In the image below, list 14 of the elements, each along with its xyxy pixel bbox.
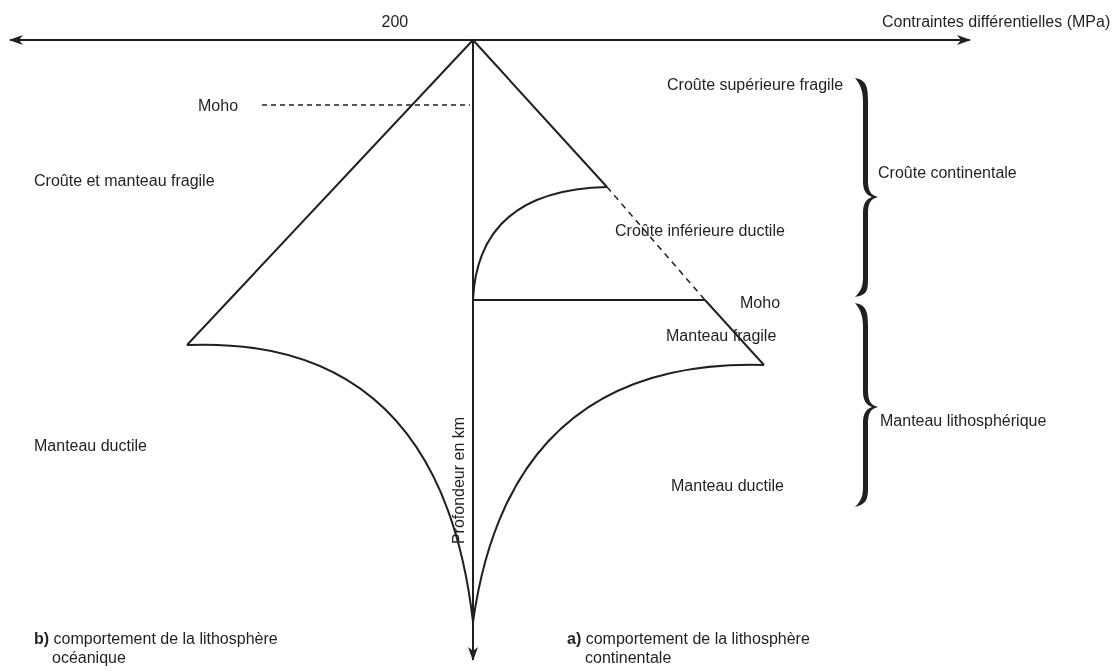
axis-title: Contraintes différentielles (MPa) bbox=[882, 12, 1111, 31]
layer-label: Moho bbox=[198, 96, 239, 115]
axis-title: Profondeur en km bbox=[448, 416, 468, 544]
brace-label: Croûte continentale bbox=[878, 163, 1017, 182]
brace-label: Manteau lithosphérique bbox=[880, 411, 1047, 430]
layer-label: Croûte et manteau fragile bbox=[34, 171, 215, 190]
caption: a) comportement de la lithosphère continentale bbox=[567, 629, 811, 667]
axis-value: 200 bbox=[381, 12, 409, 31]
layer-label: Moho bbox=[740, 293, 781, 312]
caption: b) comportement de la lithosphère océanique bbox=[34, 629, 279, 667]
layer-label: Manteau ductile bbox=[34, 436, 147, 455]
layer-label: Croûte supérieure fragile bbox=[667, 75, 844, 94]
layer-label: Manteau ductile bbox=[671, 476, 784, 495]
layer-label: Croûte inférieure ductile bbox=[615, 221, 785, 240]
